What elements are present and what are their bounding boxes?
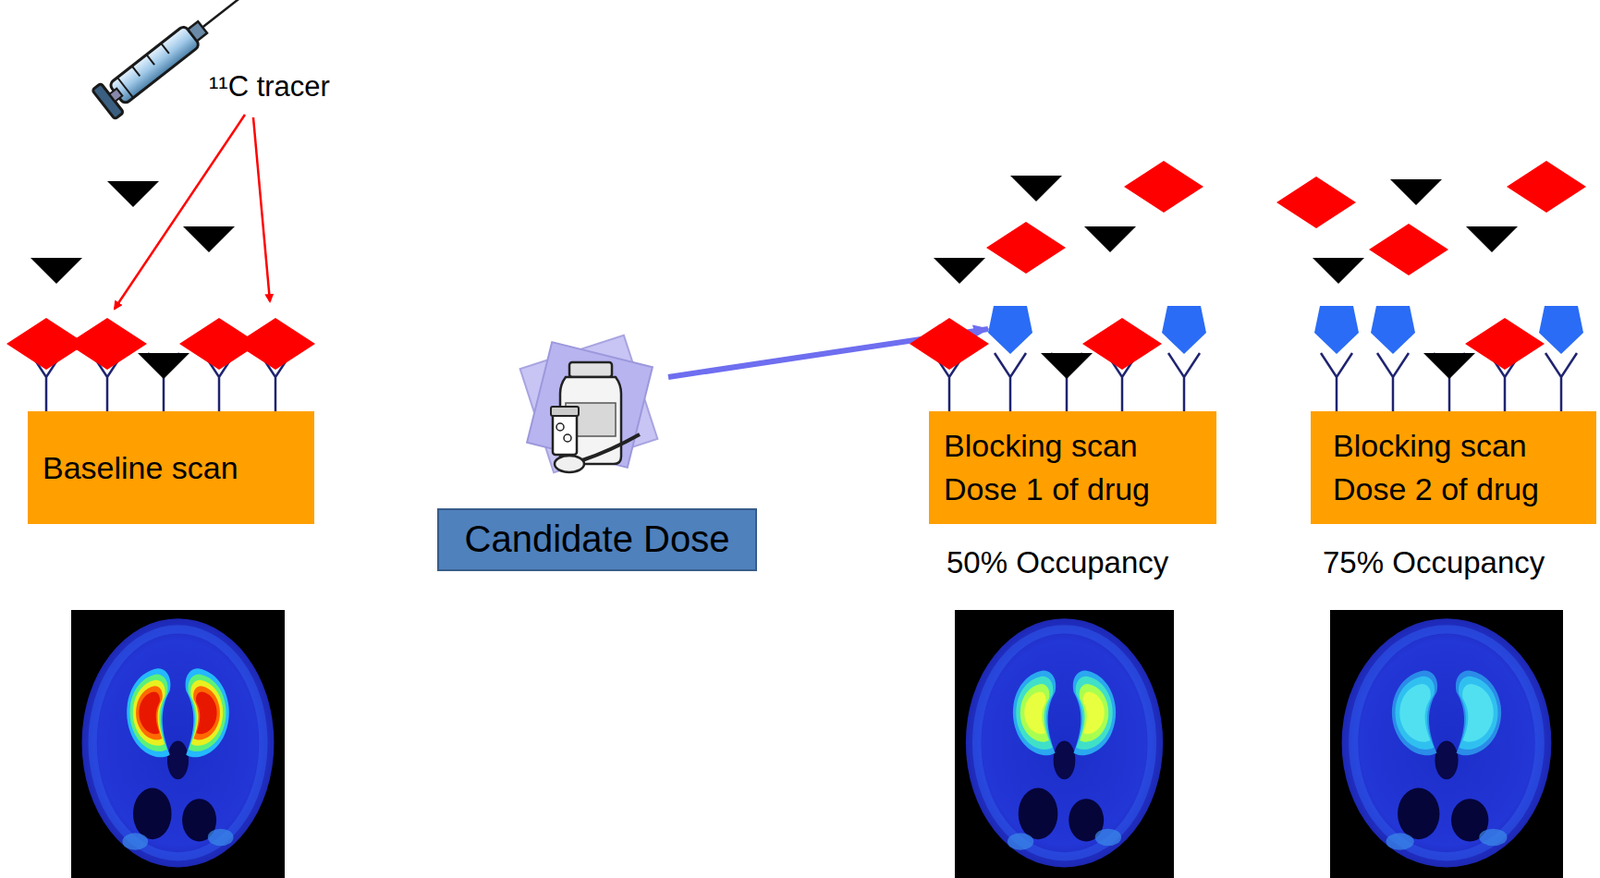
tracer-leader-lines xyxy=(114,114,270,309)
receptor-symbol xyxy=(1377,353,1409,412)
tracer-diamond xyxy=(986,221,1066,274)
tracer-diamond xyxy=(1123,160,1204,213)
tracer-diamond xyxy=(1465,317,1545,370)
ligand-triangle xyxy=(1010,175,1063,202)
dose-box: Candidate Dose xyxy=(437,508,758,572)
tracer-diamond xyxy=(1506,160,1587,213)
pet-scan xyxy=(1330,610,1564,878)
ligand-triangle xyxy=(1084,226,1136,253)
box-heading: Baseline scan xyxy=(42,446,239,490)
tracer-diamond xyxy=(909,317,990,370)
drug-bottle-icon xyxy=(520,335,659,474)
ligand-triangle xyxy=(183,226,235,253)
scan-box: Blocking scanDose 2 of drug xyxy=(1310,411,1597,525)
tracer-diamond xyxy=(1082,317,1162,370)
ligand-triangle xyxy=(1040,353,1093,379)
receptor-symbol xyxy=(994,353,1026,412)
receptor-symbol xyxy=(1168,353,1200,412)
box-heading: Candidate Dose xyxy=(464,513,731,565)
pet-scan xyxy=(71,610,285,878)
ligand-triangle xyxy=(933,257,986,284)
ligand-triangle xyxy=(1312,257,1365,284)
ligand-triangle xyxy=(30,257,83,284)
drug-pentagon xyxy=(1314,305,1359,355)
occupancy-label: 75% Occupancy xyxy=(1322,545,1545,581)
drug-pentagon xyxy=(1370,305,1416,355)
scan-box: Blocking scanDose 1 of drug xyxy=(928,411,1217,525)
ligand-triangle xyxy=(1423,353,1476,379)
box-subheading: Dose 2 of drug xyxy=(1332,467,1539,512)
receptor-molecules xyxy=(6,160,1587,412)
drug-pentagon xyxy=(988,305,1033,355)
pet-brain-images xyxy=(71,610,1564,878)
box-heading: Blocking scan xyxy=(1332,424,1527,468)
ligand-triangle xyxy=(107,181,159,208)
box-heading: Blocking scan xyxy=(943,424,1138,468)
tracer-diamond xyxy=(235,317,316,370)
receptor-symbol xyxy=(1545,353,1577,412)
tracer-label: ¹¹C tracer xyxy=(208,70,330,104)
tracer-diamond xyxy=(67,317,147,370)
ligand-triangle xyxy=(137,353,190,379)
occupancy-label: 50% Occupancy xyxy=(946,545,1169,581)
pet-scan xyxy=(954,610,1174,878)
ligand-triangle xyxy=(1465,226,1518,253)
drug-pentagon xyxy=(1538,305,1584,355)
box-subheading: Dose 1 of drug xyxy=(943,467,1150,512)
tracer-diamond xyxy=(1276,176,1356,229)
receptor-symbol xyxy=(1320,353,1353,412)
tracer-diamond xyxy=(1368,223,1449,276)
ligand-triangle xyxy=(1390,179,1442,206)
scan-box: Baseline scan xyxy=(27,411,315,525)
drug-pentagon xyxy=(1161,305,1207,355)
